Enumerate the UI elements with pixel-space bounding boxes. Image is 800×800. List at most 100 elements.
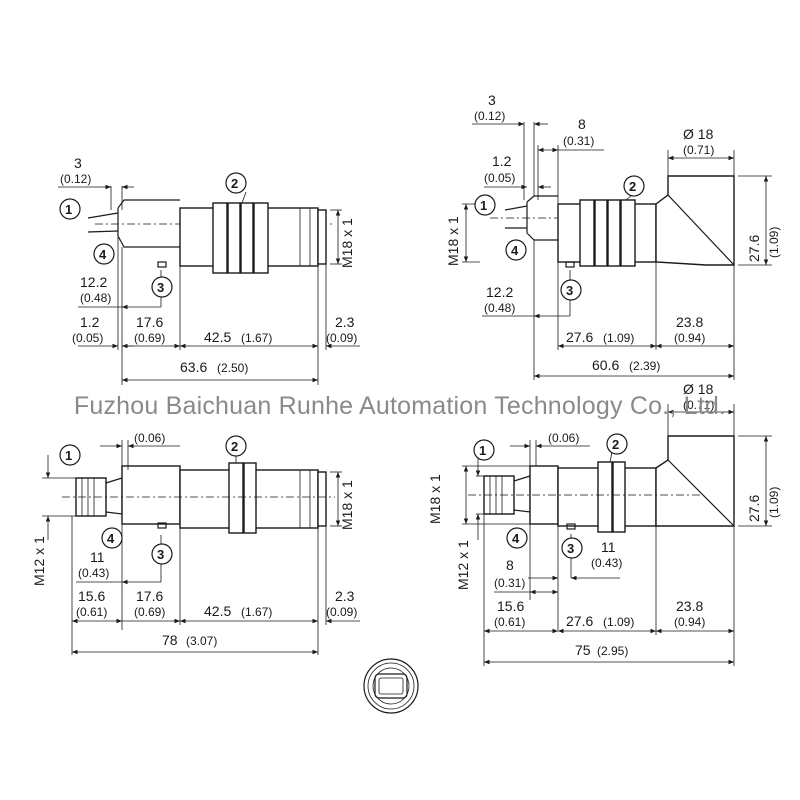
callout-4: 4	[505, 239, 527, 261]
svg-text:1: 1	[480, 198, 487, 213]
dim-27-6-vertical: 27.6	[746, 495, 762, 522]
callout-4: 4	[101, 527, 123, 549]
dim-42-5: 42.5	[204, 329, 231, 345]
dim-27-6-inch: (1.09)	[603, 615, 634, 629]
dim-1-2: 1.2	[492, 153, 512, 169]
dim-3-inch: (0.12)	[60, 172, 91, 186]
dim-3: 3	[74, 155, 82, 171]
dim-12-2-inch: (0.48)	[484, 301, 515, 315]
dim-27-6-vertical-inch: (1.09)	[767, 227, 781, 258]
dim-11: 11	[601, 539, 616, 555]
dim-17-6: 17.6	[136, 588, 163, 604]
dim-3: 3	[488, 92, 496, 108]
dim-17-6-inch: (0.69)	[134, 605, 165, 619]
svg-text:3: 3	[567, 541, 574, 556]
dim-60-6: 60.6	[592, 357, 619, 373]
dim-63-6: 63.6	[180, 359, 207, 375]
dim-23-8: 23.8	[676, 598, 703, 614]
svg-text:2: 2	[629, 179, 636, 194]
dim-27-6-vertical-inch: (1.09)	[767, 487, 781, 518]
dim-8-inch: (0.31)	[563, 134, 594, 148]
dim-42-5: 42.5	[204, 603, 231, 619]
connector-end-view	[363, 658, 419, 714]
svg-text:4: 4	[99, 247, 107, 262]
callout-2: 2	[225, 172, 247, 194]
thread-m18: M18 x 1	[339, 218, 355, 268]
dim-2-3-inch: (0.09)	[326, 331, 357, 345]
svg-text:1: 1	[479, 443, 486, 458]
dim-8: 8	[578, 116, 586, 132]
angled-head	[655, 435, 735, 527]
svg-text:3: 3	[157, 280, 164, 295]
dim-78-inch: (3.07)	[186, 634, 217, 648]
callout-3: 3	[151, 276, 173, 298]
callout-4: 4	[506, 527, 528, 549]
dim-27-6-vertical: 27.6	[746, 235, 762, 262]
svg-text:2: 2	[612, 437, 619, 452]
lock-nut	[253, 202, 269, 274]
callout-3: 3	[560, 279, 582, 301]
thread-m12: M12 x 1	[31, 536, 47, 586]
dim-17-6-inch: (0.69)	[134, 331, 165, 345]
dim-11-inch: (0.43)	[78, 566, 109, 580]
dim-8-inch: (0.31)	[494, 576, 525, 590]
dim-75-inch: (2.95)	[597, 644, 628, 658]
callout-4: 4	[93, 243, 115, 265]
svg-text:4: 4	[512, 531, 520, 546]
svg-text:4: 4	[511, 243, 519, 258]
lock-nut	[212, 202, 228, 274]
dim-12-2: 12.2	[80, 274, 107, 290]
dim-17-6: 17.6	[136, 314, 163, 330]
dim-1-2: 1.2	[80, 314, 100, 330]
angled-head	[655, 175, 735, 266]
svg-text:3: 3	[566, 283, 573, 298]
callout-3: 3	[151, 543, 173, 565]
dim-12-2: 12.2	[486, 284, 513, 300]
callout-1: 1	[474, 194, 496, 216]
svg-text:3: 3	[157, 547, 164, 562]
thread-m12: M12 x 1	[455, 540, 471, 590]
dim-42-5-inch: (1.67)	[241, 605, 272, 619]
dim-11-inch: (0.43)	[591, 556, 622, 570]
svg-text:1: 1	[65, 448, 72, 463]
dim-27-6: 27.6	[566, 613, 593, 629]
dim-1-2-inch: (0.05)	[484, 171, 515, 185]
dim-23-8: 23.8	[676, 314, 703, 330]
dim-3-inch: (0.12)	[474, 109, 505, 123]
svg-text:2: 2	[231, 439, 238, 454]
dim-27-6-inch: (1.09)	[603, 331, 634, 345]
view-top-left: 3 (0.12) M18 x 1 12.2 (0.48) 1.2 (0.05) …	[58, 155, 360, 385]
callout-2: 2	[225, 435, 247, 457]
callout-1: 1	[473, 439, 495, 461]
dim-75: 75	[575, 642, 591, 658]
svg-text:2: 2	[231, 176, 238, 191]
dim-0-06-inch: (0.06)	[548, 431, 579, 445]
dim-11: 11	[90, 549, 105, 565]
watermark-text: Fuzhou Baichuan Runhe Automation Technol…	[73, 392, 727, 420]
dim-15-6-inch: (0.61)	[494, 615, 525, 629]
dim-0-06-inch: (0.06)	[134, 431, 165, 445]
dim-2-3: 2.3	[335, 588, 355, 604]
dim-2-3-inch: (0.09)	[326, 605, 357, 619]
view-bottom-left: (0.06) M12 x 1 M18 x 1 11 (0.43) 15.6 (0…	[31, 431, 360, 655]
connector-face	[363, 658, 419, 714]
dim-78: 78	[162, 632, 178, 648]
dim-63-6-inch: (2.50)	[217, 361, 248, 375]
dim-15-6-inch: (0.61)	[76, 605, 107, 619]
dim-dia-18-inch: (0.71)	[683, 398, 714, 412]
dim-dia-18-inch: (0.71)	[683, 143, 714, 157]
dim-15-6: 15.6	[497, 598, 524, 614]
view-bottom-right: (0.06) Ø 18 (0.71) 27.6 (1.09) M18 x 1 M…	[427, 381, 781, 666]
dim-60-6-inch: (2.39)	[629, 359, 660, 373]
dim-2-3: 2.3	[335, 314, 355, 330]
thread-m18: M18 x 1	[445, 216, 461, 266]
dim-dia-18: Ø 18	[683, 126, 714, 142]
dim-23-8-inch: (0.94)	[674, 331, 705, 345]
thread-m18: M18 x 1	[427, 474, 443, 524]
svg-text:4: 4	[107, 531, 115, 546]
svg-text:1: 1	[65, 202, 72, 217]
thread-m18: M18 x 1	[339, 480, 355, 530]
callout-2: 2	[623, 175, 645, 197]
